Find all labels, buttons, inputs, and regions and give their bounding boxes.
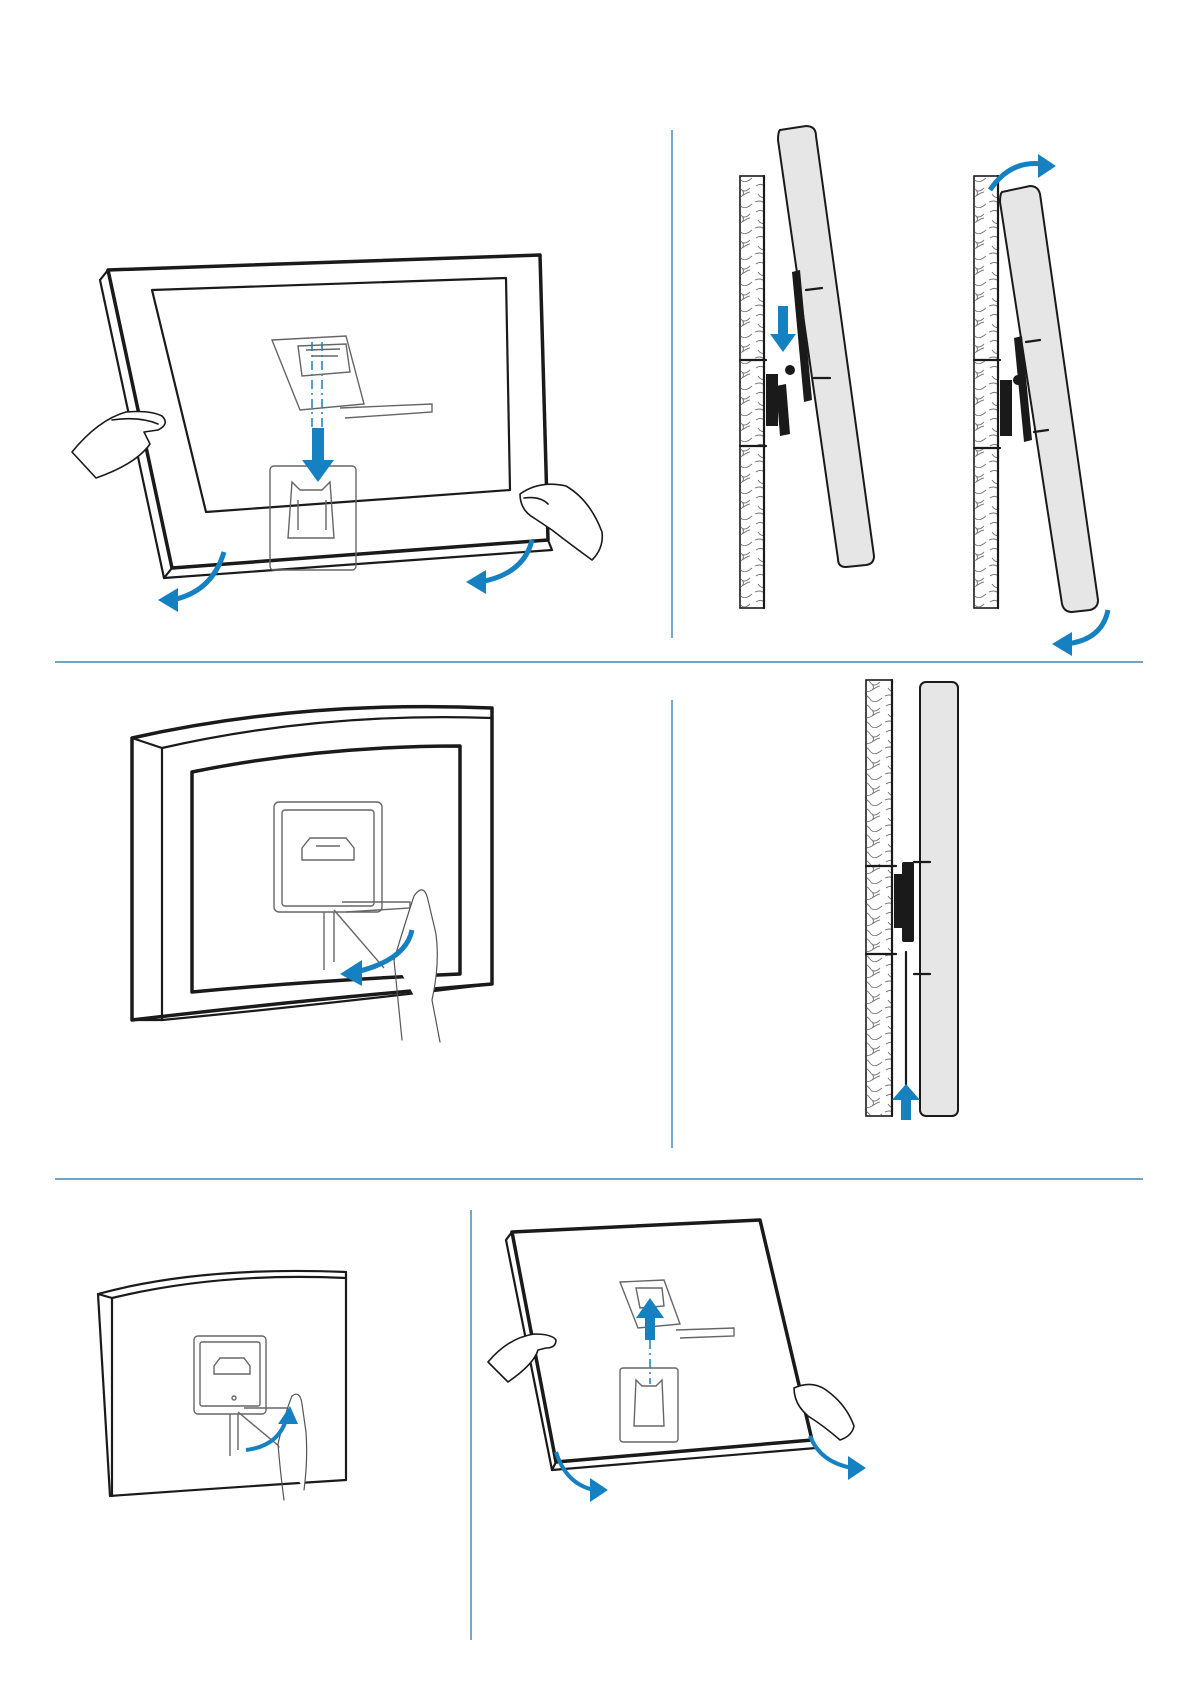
hand-icon	[794, 1384, 854, 1440]
arrow-up-icon	[892, 1084, 920, 1120]
fig-mounted-side	[866, 680, 958, 1120]
arrow-down-icon	[302, 428, 334, 482]
panel-bracket	[272, 336, 432, 418]
arrow-up-icon	[636, 1298, 664, 1340]
panel-side	[1000, 186, 1098, 612]
hand-icon	[394, 890, 440, 1042]
curved-arrow-icon	[810, 1436, 852, 1468]
hand-icon	[488, 1334, 556, 1382]
wall-plate	[620, 1368, 678, 1442]
fig-attach-bracket-lower	[72, 255, 602, 612]
fig-lift-off	[488, 1220, 866, 1502]
hand-icon	[520, 484, 602, 560]
panel-side	[778, 126, 874, 567]
fig-hang-on-wall-side	[740, 126, 1108, 656]
curved-arrow-icon	[480, 540, 532, 582]
curved-arrow-icon	[1066, 610, 1108, 644]
fig-release-lever	[98, 1271, 346, 1500]
mount-plate	[274, 802, 410, 970]
fig-lock-lever	[132, 707, 492, 1042]
arrow-down-icon	[770, 306, 796, 352]
panel-side	[920, 682, 958, 1116]
panel-bracket	[620, 1280, 734, 1338]
